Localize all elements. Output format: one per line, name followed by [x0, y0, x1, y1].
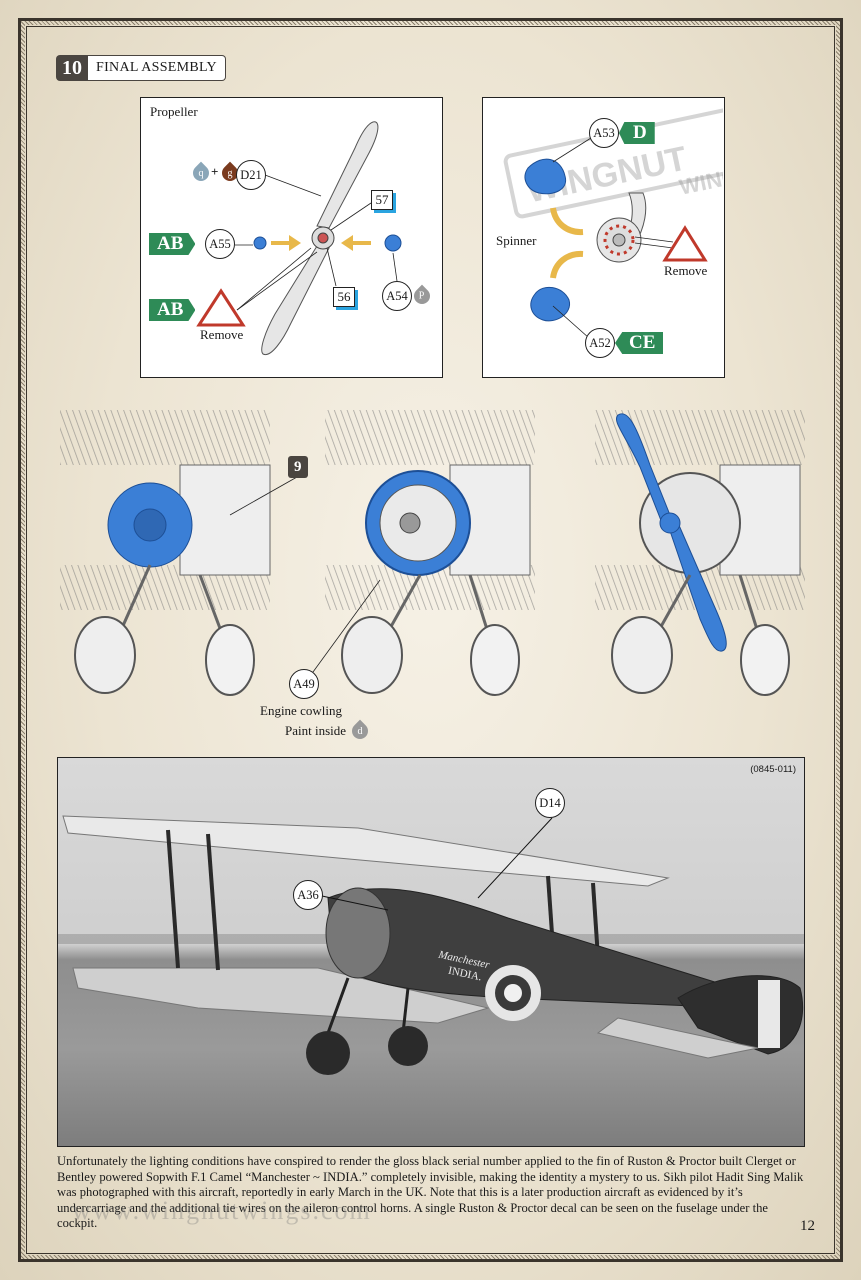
- decal-tag-ab-bottom: AB: [149, 299, 196, 321]
- part-number-57: 57: [371, 190, 393, 210]
- propeller-drawing: [196, 121, 402, 356]
- assembly-step-3: [595, 410, 805, 696]
- paint-inside-label: Paint inside: [285, 723, 347, 738]
- decal-tag-ab-top: AB: [149, 233, 196, 255]
- decal-tag-ce: CE: [615, 332, 664, 354]
- photo-caption: Unfortunately the lighting conditions ha…: [57, 1154, 804, 1230]
- page-number: 12: [800, 1218, 815, 1234]
- propeller-panel: Propeller q + g D21 57 56 AB A55 A54 P A…: [140, 97, 443, 378]
- callout-a49: A49: [289, 669, 319, 699]
- watermark-url: www.wingnutwings.com: [72, 1196, 372, 1225]
- assembly-step-2: [304, 410, 535, 696]
- step-header: 10 FINAL ASSEMBLY: [56, 55, 226, 81]
- callout-a54: A54: [382, 281, 412, 311]
- callout-d14: D14: [535, 788, 565, 818]
- remove-label-spinner: Remove: [664, 263, 708, 278]
- callout-a36: A36: [293, 880, 323, 910]
- remove-label: Remove: [200, 327, 244, 342]
- callout-a55: A55: [205, 229, 235, 259]
- plus-sign: +: [211, 164, 219, 179]
- camel-photo-drawing: [58, 815, 804, 1075]
- spinner-drawing: WINGNUT WINGS: [503, 98, 723, 339]
- callout-a53: A53: [589, 118, 619, 148]
- ref-step-9: 9: [288, 456, 308, 478]
- propeller-title: Propeller: [150, 104, 198, 119]
- page-border-inner: [26, 26, 835, 1254]
- engine-cowling-label: Engine cowling: [260, 703, 342, 718]
- assembly-step-1: [60, 410, 271, 696]
- callout-d21: D21: [236, 160, 266, 190]
- spinner-panel: WINGNUT WINGS A53 D Spinner Remove A52 C…: [482, 97, 725, 378]
- assembly-drawings: [60, 410, 805, 696]
- step-title: FINAL ASSEMBLY: [88, 55, 226, 81]
- decal-tag-d: D: [619, 122, 655, 144]
- step-number: 10: [56, 55, 88, 81]
- photo-ref: (0845-011): [750, 764, 796, 775]
- historical-photo: (0845-011) A36 D14 Manchester INDIA.: [57, 757, 805, 1147]
- callout-a52: A52: [585, 328, 615, 358]
- page-border-outer: [18, 18, 843, 1262]
- spinner-title: Spinner: [496, 233, 537, 248]
- part-number-56: 56: [333, 287, 355, 307]
